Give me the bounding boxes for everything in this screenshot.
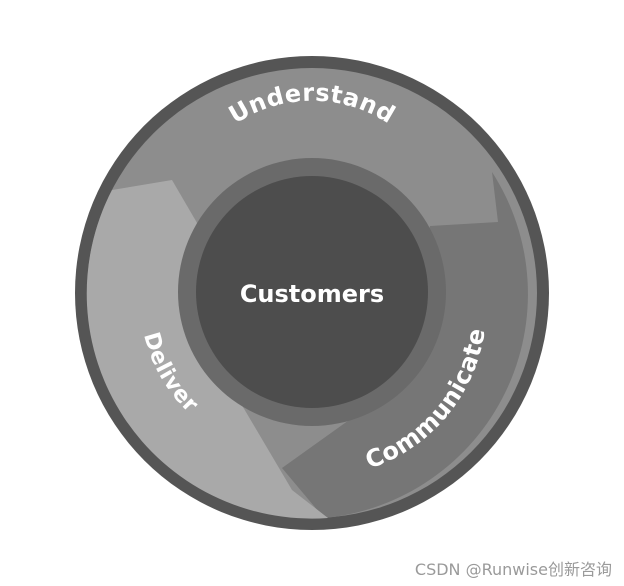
watermark: CSDN @Runwise创新咨询 <box>414 560 612 579</box>
center-label: Customers <box>240 280 384 308</box>
center-circle <box>196 176 428 408</box>
communicate-segment <box>282 172 528 518</box>
